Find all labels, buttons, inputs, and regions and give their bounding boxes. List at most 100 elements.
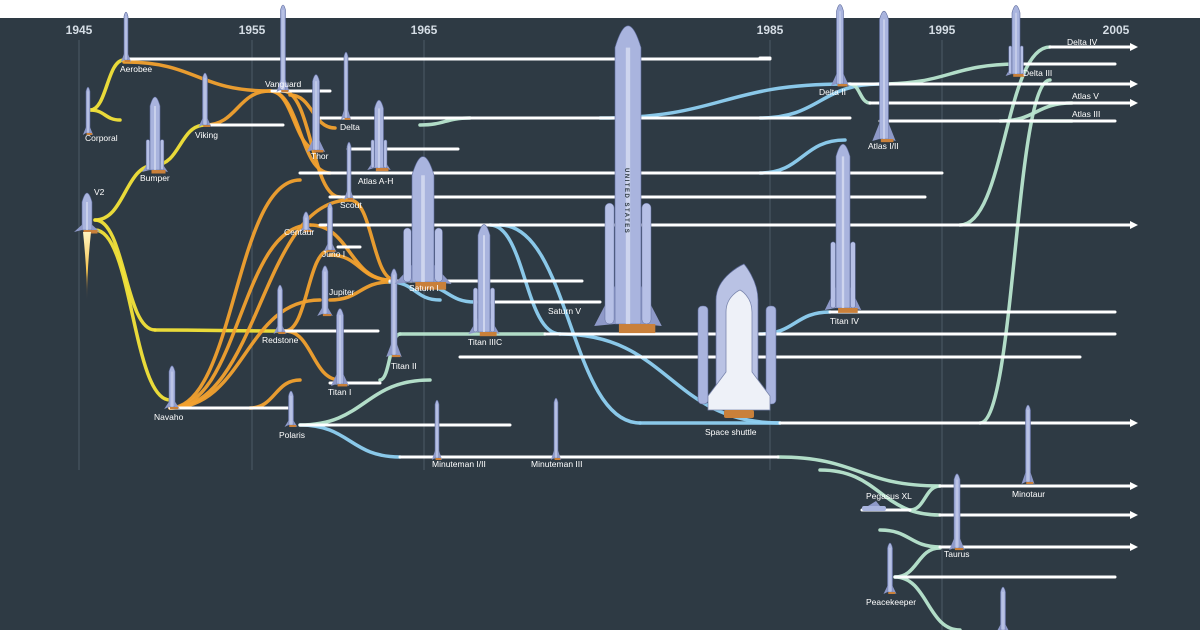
lineage-curve (298, 378, 432, 427)
label-atlas-v: Atlas V (1072, 91, 1099, 101)
continuation-arrow (1130, 99, 1138, 107)
label-saturn-i: Saturn I (409, 283, 439, 293)
redstone-icon (273, 284, 287, 334)
rocket-illustrations (74, 4, 1035, 632)
label-centaur: Centaur (284, 227, 314, 237)
continuation-arrow (1130, 43, 1138, 51)
year-label-1985: 1985 (757, 23, 784, 37)
rocket-labels: Aerobee Corporal Bumper Viking V2 Vangua… (85, 37, 1100, 607)
lineage-curve (908, 484, 942, 512)
label-peacekeeper: Peacekeeper (866, 597, 916, 607)
lineage-curve (93, 218, 157, 332)
label-minotaur: Minotaur (1012, 489, 1045, 499)
space-shuttle-icon (697, 263, 777, 418)
label-delta-iv: Delta IV (1067, 37, 1098, 47)
lineage-curve (378, 332, 402, 382)
aerobee-icon (120, 11, 132, 62)
continuation-arrow (1130, 482, 1138, 490)
label-pegasus-xl: Pegasus XL (866, 491, 912, 501)
continuation-arrow (1130, 221, 1138, 229)
label-space-shuttle: Space shuttle (705, 427, 757, 437)
lineage-curve (958, 45, 1052, 227)
label-juno-i: Juno I (322, 249, 345, 259)
saturn-v-icon (594, 25, 662, 334)
label-titan-iv: Titan IV (830, 316, 859, 326)
thor-icon (306, 74, 326, 153)
centaur-icon (298, 211, 314, 233)
delta-icon (340, 51, 352, 120)
titan-ii-icon (386, 268, 402, 358)
taurus-icon (949, 473, 965, 551)
lineage-curve (893, 575, 962, 632)
label-taurus: Taurus (944, 549, 970, 559)
continuation-arrows (1130, 43, 1138, 551)
lineage-curve (328, 253, 392, 282)
lineage-curve (558, 332, 782, 425)
lineage-curve (283, 329, 342, 382)
label-minuteman-iii: Minuteman III (531, 459, 583, 469)
lineage-curve (93, 228, 172, 402)
label-bumper: Bumper (140, 173, 170, 183)
label-atlas-a-h: Atlas A-H (358, 176, 393, 186)
continuation-arrow (1130, 419, 1138, 427)
v2-icon (74, 192, 100, 234)
vanguard-icon (276, 4, 290, 92)
corporal-icon (82, 86, 94, 135)
lineage-curve (878, 528, 942, 549)
label-titan-i: Titan I (328, 387, 351, 397)
label-atlas-i-ii: Atlas I/II (868, 141, 899, 151)
label-titan-iiic: Titan IIIC (468, 337, 502, 347)
lineage-curve (168, 178, 302, 410)
label-thor: Thor (311, 151, 329, 161)
label-delta: Delta (340, 122, 360, 132)
viking-icon (198, 72, 212, 127)
lineage-curve (122, 60, 272, 93)
label-aerobee: Aerobee (120, 64, 152, 74)
label-scout: Scout (340, 200, 362, 210)
peacekeeper-icon (883, 542, 897, 594)
minuteman-i-ii-icon (431, 399, 443, 460)
bumper-icon (142, 96, 168, 174)
jupiter-icon (317, 265, 333, 317)
year-label-2005: 2005 (1103, 23, 1130, 37)
label-delta-iii: Delta III (1023, 68, 1052, 78)
lineage-curve (283, 248, 332, 333)
scout-icon (343, 141, 355, 200)
lineage-curve (268, 89, 332, 175)
continuation-arrow (1130, 543, 1138, 551)
polaris-icon (284, 390, 298, 427)
minotaur-icon (1021, 404, 1035, 484)
year-label-1965: 1965 (411, 23, 438, 37)
label-redstone: Redstone (262, 335, 299, 345)
year-label-1995: 1995 (929, 23, 956, 37)
titan-i-icon (330, 308, 350, 387)
atlas-a-h-icon (367, 99, 391, 172)
label-navaho: Navaho (154, 412, 184, 422)
delta-ii-icon (830, 4, 850, 87)
label-v2: V2 (94, 187, 105, 197)
lineage-curve (88, 58, 126, 112)
label-saturn-v: Saturn V (548, 306, 581, 316)
lineage-curve (818, 468, 942, 517)
lineage-curve (153, 328, 287, 333)
year-label-1945: 1945 (66, 23, 93, 37)
label-viking: Viking (195, 130, 218, 140)
lineage-curve (348, 198, 397, 282)
saturn-i-icon (394, 156, 452, 290)
juno-i-icon (323, 202, 337, 252)
v2-exhaust-flame (83, 232, 91, 300)
delta-iii-icon (1005, 5, 1027, 77)
titan-iiic-icon (468, 224, 500, 337)
lineage-curve (776, 455, 942, 488)
navaho-icon (164, 365, 180, 410)
lineage-curve (328, 280, 392, 302)
year-axis: 1945 1955 1965 1985 1995 2005 (66, 23, 1130, 37)
minuteman-iii-icon (550, 397, 562, 460)
label-minuteman-i-ii: Minuteman I/II (432, 459, 486, 469)
year-label-1955: 1955 (239, 23, 266, 37)
saturn-v-side-text: UNITED STATES (623, 168, 629, 234)
label-vanguard: Vanguard (265, 79, 302, 89)
label-titan-ii: Titan II (391, 361, 417, 371)
lineage-curve (168, 223, 312, 410)
pegasus-xl-icon (862, 501, 886, 511)
